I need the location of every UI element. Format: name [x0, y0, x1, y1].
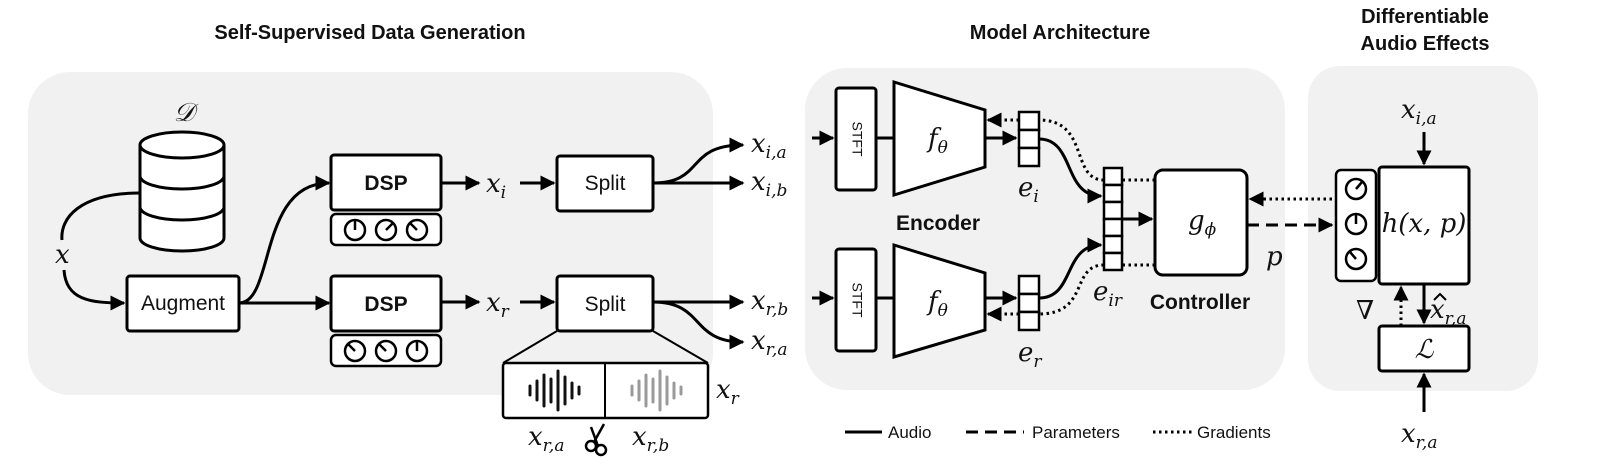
- title-model-architecture: Model Architecture: [970, 22, 1150, 44]
- loss-symbol: ℒ: [1415, 335, 1435, 365]
- split-label-top: Split: [585, 172, 626, 195]
- dsp-label-top: DSP: [364, 172, 407, 195]
- xrb-label: xr,b: [751, 286, 788, 320]
- x-to-augment-arrow: [62, 269, 126, 311]
- xi-label: xi: [486, 169, 506, 203]
- stft-label-bottom: STFT: [849, 283, 865, 318]
- ei-label: ei: [1018, 173, 1039, 207]
- encoder-top: [892, 79, 987, 198]
- xia-label-top: xi,a: [751, 129, 787, 163]
- split-to-xia-arrow: [652, 137, 745, 185]
- waveform-icon-second-half: [630, 369, 683, 412]
- split-zoom-lines: [502, 330, 709, 364]
- stft-box-bottom: [834, 247, 878, 353]
- waveform-xrb-label: xr,b: [632, 422, 669, 456]
- dataset-database-icon: [138, 130, 226, 253]
- xhat-hat: [1433, 292, 1447, 301]
- loss-xra-label: xr,a: [1401, 419, 1437, 453]
- dsp-label-bottom: DSP: [364, 293, 407, 316]
- dataset-to-x-line: [60, 191, 141, 241]
- p-label: p: [1266, 242, 1283, 272]
- knob-icons-bottom: [343, 339, 429, 363]
- xhat-ra-label: xr,a: [1430, 295, 1466, 329]
- effect-function-label: h(x, p): [1382, 209, 1467, 239]
- legend: Audio Parameters Gradients: [845, 423, 1271, 442]
- split-label-bottom: Split: [585, 293, 626, 316]
- legend-parameters-label: Parameters: [1032, 423, 1120, 442]
- loss-box: [1377, 324, 1471, 373]
- legend-audio-label: Audio: [888, 423, 931, 442]
- knob-icons-top: [343, 218, 429, 242]
- xra-label: xr,a: [751, 326, 787, 360]
- encoder-bottom: [892, 242, 987, 360]
- nabla-symbol: ∇: [1356, 296, 1374, 326]
- input-x-label: x: [55, 240, 70, 270]
- title-data-generation: Self-Supervised Data Generation: [214, 22, 525, 44]
- effects-knob-icons: [1344, 177, 1368, 271]
- controller-label: Controller: [1150, 291, 1250, 314]
- stft-label-top: STFT: [849, 122, 865, 157]
- er-label: er: [1018, 338, 1042, 372]
- xr-label: xr: [486, 288, 510, 322]
- title-effects-line1: Differentiable: [1361, 6, 1489, 28]
- augment-to-dsp-top-arrow: [238, 175, 331, 305]
- embedding-eir: [1102, 166, 1124, 272]
- split-to-xra-arrow: [652, 300, 745, 350]
- gradient-eir-to-er: [1038, 263, 1105, 316]
- waveform-xr-label: xr: [716, 375, 740, 409]
- legend-gradients-label: Gradients: [1197, 423, 1271, 442]
- controller-symbol: gϕ: [1188, 206, 1217, 240]
- encoder-label: Encoder: [896, 212, 980, 235]
- controller-box: [1153, 168, 1249, 277]
- xib-label: xi,b: [751, 167, 787, 201]
- gradient-eir-to-ei: [1038, 118, 1105, 182]
- scissors-icon: [584, 423, 608, 457]
- embedding-er: [1017, 274, 1041, 332]
- er-to-eir-arrow: [1038, 237, 1103, 300]
- augment-label: Augment: [141, 292, 225, 315]
- waveform-icon-first-half: [528, 369, 581, 412]
- eir-label: eir: [1093, 277, 1123, 311]
- effects-xia-label: xi,a: [1401, 95, 1437, 129]
- embedding-ei: [1017, 110, 1041, 168]
- ei-to-eir-arrow: [1038, 137, 1103, 204]
- waveform-xra-label: xr,a: [528, 422, 564, 456]
- title-effects-line2: Audio Effects: [1361, 33, 1490, 55]
